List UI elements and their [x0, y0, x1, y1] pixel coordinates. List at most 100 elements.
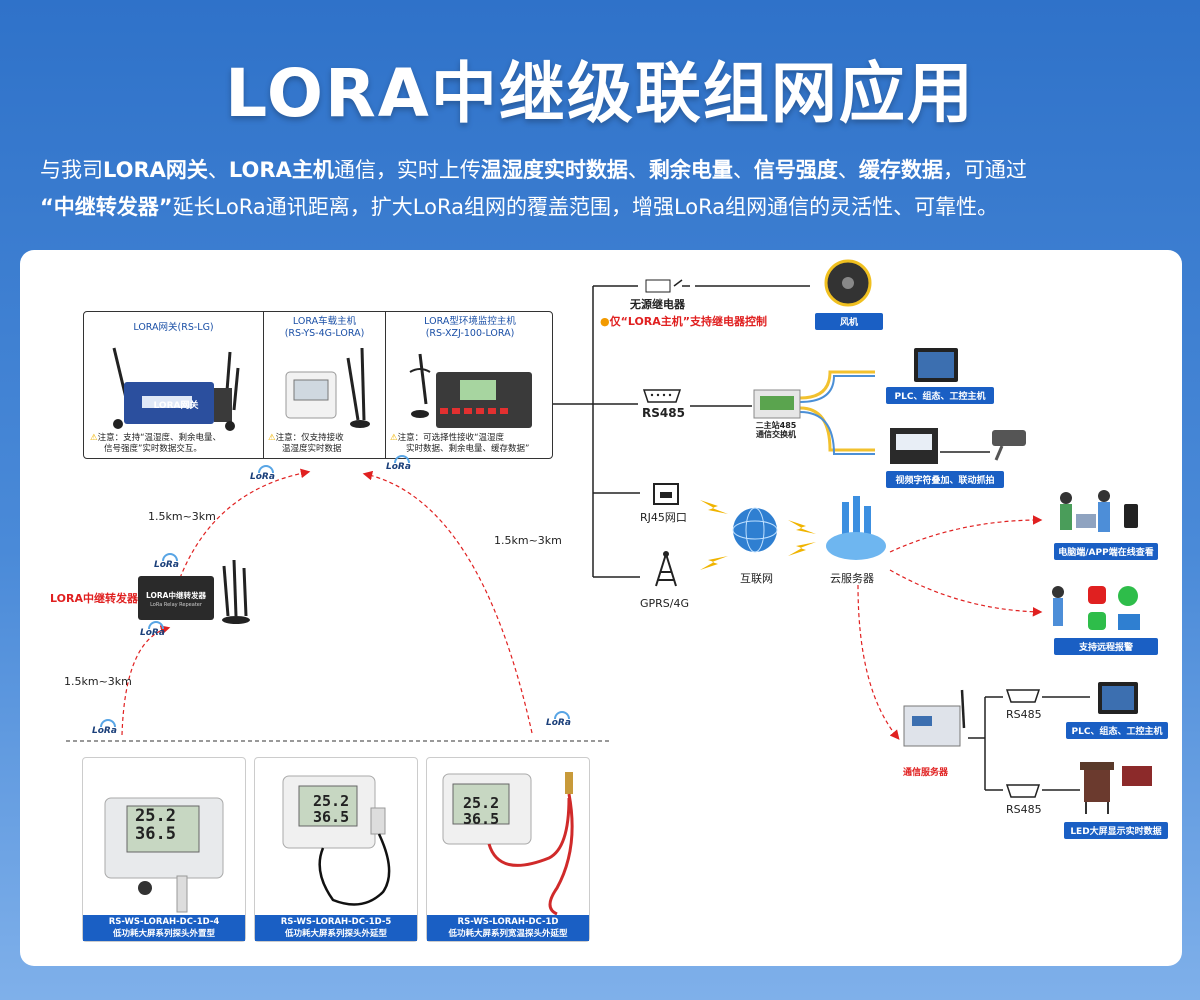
vehicle-host-image — [285, 347, 370, 428]
fan-tag: 风机 — [815, 313, 883, 330]
sensor-humidity: 36.5 — [463, 810, 500, 828]
subtitle-line-1: 与我司LORA网关、LORA主机通信，实时上传温湿度实时数据、剩余电量、信号强度… — [40, 152, 1170, 189]
lora-logo: LoRa — [140, 621, 165, 638]
subtitle-run: 与我司 — [40, 158, 103, 182]
plc-monitor-image — [914, 348, 958, 382]
gateway-column: LORA网关(RS-LG) LORA网关 ⚠注意：支持“温湿度、剩余电量、 信号… — [84, 312, 264, 458]
rj45-icon — [653, 483, 679, 505]
subtitle-run: 通信，实时上传 — [333, 158, 481, 182]
monitor-host-note: ⚠注意：可选择性接收“温湿度 实时数据、剩余电量、缓存数据” — [390, 433, 530, 454]
sensor-temp: 25.2 — [135, 806, 176, 826]
sensor-image — [442, 772, 574, 916]
led-screen-image — [1080, 762, 1152, 814]
gateway-title: LORA网关(RS-LG) — [133, 322, 214, 333]
relay-switch-icon — [645, 279, 690, 293]
globe-icon — [732, 507, 778, 553]
video-tag: 视频字符叠加、联动抓拍 — [886, 471, 1004, 488]
rs485-label: RS485 — [642, 406, 685, 420]
vehicle-host-title: LORA车载主机(RS-YS-4G-LORA) — [284, 316, 365, 339]
app-tag: 电脑端/APP端在线查看 — [1054, 543, 1158, 560]
sensor-image — [104, 797, 224, 913]
relay-label: 无源继电器 — [630, 298, 685, 311]
repeater-label: LORA中继转发器 — [50, 592, 138, 605]
relay-note: ●仅“LORA主机”支持继电器控制 — [600, 315, 768, 328]
monitor-host-image — [409, 353, 532, 428]
subtitle-run: LORA主机 — [228, 158, 334, 182]
warning-icon: ⚠ — [390, 433, 398, 443]
gprs-label: GPRS/4G — [640, 597, 690, 610]
lora-logo: LoRa — [250, 465, 275, 482]
monitor-host-column: LORA型环境监控主机(RS-XZJ-100-LORA) ⚠注意：可选择性接收“… — [386, 312, 554, 458]
comm-server-image — [903, 689, 966, 747]
subtitle-run: 、 — [732, 158, 754, 182]
monitor-host-title: LORA型环境监控主机(RS-XZJ-100-LORA) — [424, 316, 516, 339]
dot-icon: ● — [600, 315, 610, 328]
page-subtitle: 与我司LORA网关、LORA主机通信，实时上传温湿度实时数据、剩余电量、信号强度… — [40, 152, 1170, 226]
subtitle-run: 剩余电量 — [648, 158, 733, 182]
plc-monitor-image — [1098, 682, 1138, 714]
repeater-image — [138, 560, 250, 624]
rs485-label: RS485 — [1006, 708, 1042, 721]
distance-label: 1.5km~3km — [494, 534, 562, 547]
lora-logo: LoRa — [154, 553, 179, 570]
subtitle-run: LORA网关 — [103, 158, 208, 182]
comm-server-label: 通信服务器 — [903, 768, 949, 778]
subtitle-run: 温湿度实时数据 — [480, 158, 628, 182]
distance-label: 1.5km~3km — [148, 510, 216, 523]
rs485-label: RS485 — [1006, 803, 1042, 816]
fan-image — [824, 259, 872, 307]
lora-logo: LoRa — [386, 455, 411, 472]
subtitle-run: 、 — [207, 158, 229, 182]
db9-port-icon — [1005, 784, 1041, 798]
subtitle-run: “中继转发器” — [40, 195, 173, 219]
subtitle-run: 、 — [627, 158, 649, 182]
subtitle-run: ，可通过 — [942, 158, 1027, 182]
sensor-humidity: 36.5 — [135, 824, 176, 844]
sensor-temp: 25.2 — [463, 794, 500, 812]
vehicle-host-note: ⚠注意：仅支持接收 温湿度实时数据 — [268, 433, 344, 454]
subtitle-run: 信号强度 — [753, 158, 838, 182]
rj45-label: RJ45网口 — [640, 511, 687, 524]
rs485-switch-image — [753, 389, 801, 419]
arc-sensor-to-host — [362, 470, 533, 734]
people-devices-image — [1060, 490, 1138, 532]
lora-logo: LoRa — [92, 719, 117, 736]
subtitle-run: 、 — [837, 158, 859, 182]
repeater-device-sub: LoRa Relay Repeater — [150, 602, 202, 608]
subtitle-run: 延长LoRa通讯距离，扩大LoRa组网的覆盖范围，增强LoRa组网通信的灵活性、… — [172, 195, 999, 219]
led-tag: LED大屏显示实时数据 — [1064, 822, 1168, 839]
repeater-device-text: LORA中继转发器 — [146, 591, 206, 600]
page-title: LORA中继级联组网应用 — [225, 55, 975, 132]
gateway-image — [112, 347, 240, 431]
plc-tag: PLC、组态、工控主机 — [886, 387, 994, 404]
cloud-label: 云服务器 — [830, 572, 874, 585]
db9-port-icon — [642, 389, 682, 403]
plc-tag: PLC、组态、工控主机 — [1066, 722, 1168, 739]
tower-icon — [655, 551, 677, 587]
db9-port-icon — [1005, 689, 1041, 703]
alarm-icons-image — [1052, 586, 1140, 630]
subtitle-run: 缓存数据 — [858, 158, 943, 182]
gateway-note: ⚠注意：支持“温湿度、剩余电量、 信号强度”实时数据交互。 — [90, 433, 222, 454]
sensor-temp: 25.2 — [313, 792, 350, 810]
warning-icon: ⚠ — [90, 433, 98, 443]
vehicle-host-column: LORA车载主机(RS-YS-4G-LORA) ⚠注意：仅支持接收 温湿度实时数… — [264, 312, 386, 458]
internet-label: 互联网 — [740, 572, 773, 585]
warning-icon: ⚠ — [268, 433, 276, 443]
video-overlay-image — [890, 428, 1026, 464]
sensor-humidity: 36.5 — [313, 808, 350, 826]
gateway-screen-text: LORA网关 — [153, 401, 199, 411]
distance-label: 1.5km~3km — [64, 675, 132, 688]
alarm-tag: 支持远程报警 — [1054, 638, 1158, 655]
sensor-image — [282, 775, 391, 906]
cloud-server-icon — [826, 496, 886, 560]
subtitle-line-2: “中继转发器”延长LoRa通讯距离，扩大LoRa组网的覆盖范围，增强LoRa组网… — [40, 189, 1170, 226]
arc-repeater-to-gateway — [179, 468, 311, 579]
